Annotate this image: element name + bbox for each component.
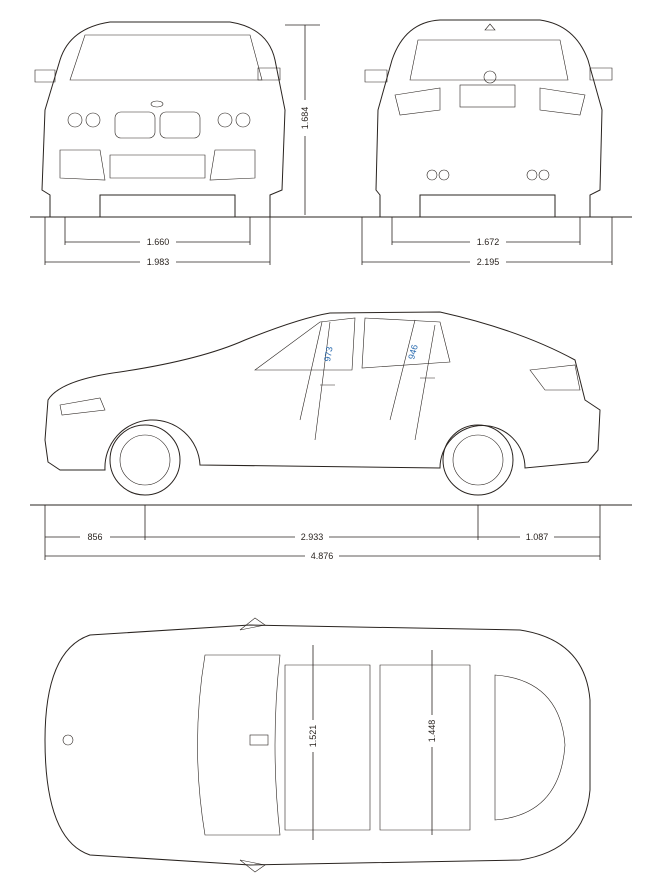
side-view: [44, 311, 601, 496]
top-view: [44, 617, 591, 873]
front-view: [34, 21, 286, 218]
rear-width-label: 2.195: [477, 257, 500, 267]
rear-view: [364, 19, 613, 218]
rear-track-label: 1.672: [477, 237, 500, 247]
front-track-label: 1.660: [147, 237, 170, 247]
front-overhang-label: 856: [87, 532, 102, 542]
front-rear-dimensions: [44, 24, 613, 265]
rear-interior-width-label: 1.448: [427, 720, 437, 743]
rear-headroom-line: [389, 319, 416, 421]
front-width-label: 1.983: [147, 257, 170, 267]
height-label: 1.684: [300, 107, 310, 130]
front-headroom-label: 973: [322, 346, 334, 363]
front-headroom-line: [299, 321, 323, 421]
rear-overhang-label: 1.087: [526, 532, 549, 542]
wheelbase-label: 2.933: [301, 532, 324, 542]
rear-headroom-label: 946: [406, 343, 420, 360]
front-interior-width-label: 1.521: [308, 725, 318, 748]
length-label: 4.876: [311, 551, 334, 561]
